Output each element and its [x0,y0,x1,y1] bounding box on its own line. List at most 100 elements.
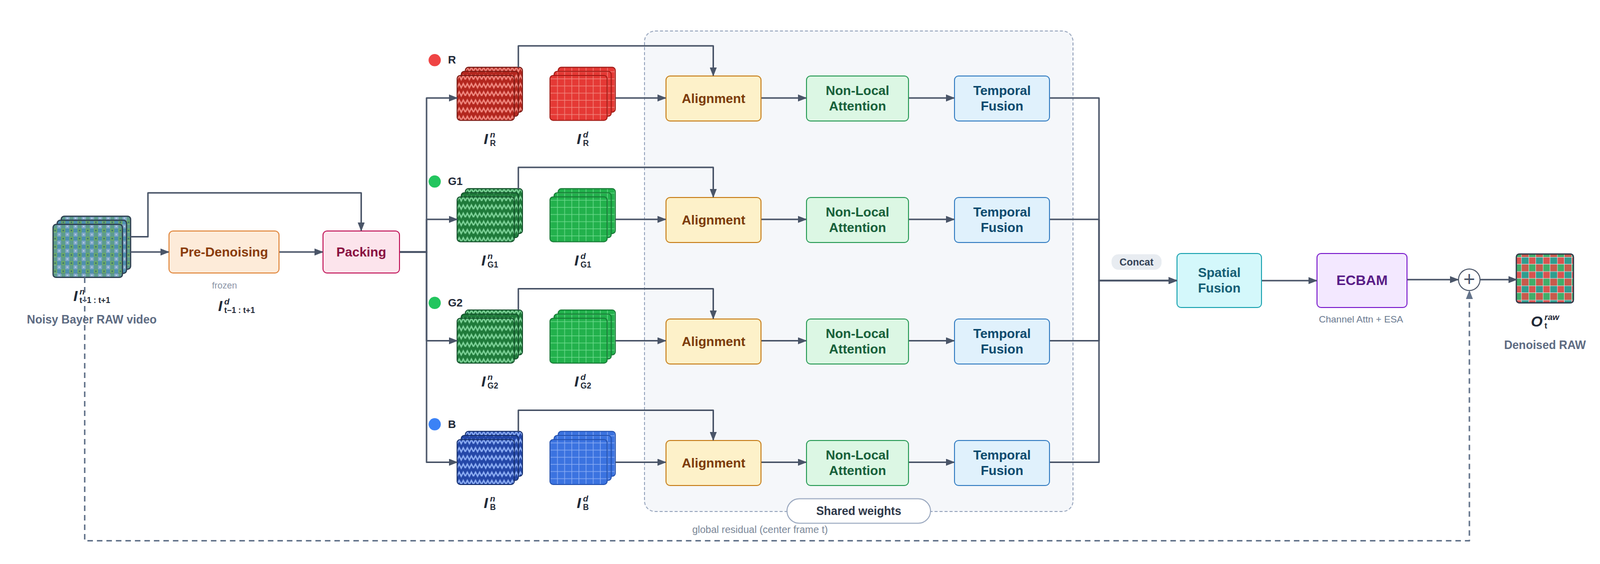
script-stack: nB [490,494,496,512]
frame-tile [457,75,514,121]
math-label: IdR [577,130,589,148]
math-label: Idt−1 : t+1 [218,297,255,315]
process-box: Spatial Fusion [1176,253,1262,308]
text-label: frozen [212,280,237,291]
subscript: G2 [580,382,591,391]
caption: Noisy Bayer RAW video [27,313,157,327]
flow-arrow [400,252,457,341]
box-label: Alignment [677,91,749,107]
process-box: Packing [322,230,400,274]
image-node: OrawtDenoised RAW [1516,254,1574,303]
math-label: Orawt [1531,313,1560,331]
symbol-main: I [484,494,488,512]
g2-channel-stacks [428,297,615,364]
subscript: t [1544,322,1559,331]
process-box: Alignment [665,75,762,122]
math-label: InG2 [481,373,499,391]
text-label: Channel Attn + ESA [1319,314,1403,325]
script-stack: nG1 [487,252,498,270]
frame-stack: InG2 [457,310,523,363]
frame-stack: InB [457,431,523,485]
text-label: G1 [448,175,463,188]
symbol-main: O [1531,313,1543,330]
subscript: G1 [487,261,498,270]
edge-label: global residual (center frame t) [692,524,828,536]
box-label: Temporal Fusion [955,326,1049,357]
subscript: G2 [487,382,498,391]
symbol-main: I [481,252,486,269]
process-box: Non-Local Attention [806,75,909,122]
process-box: Alignment [665,440,762,486]
input-frame-stack [53,216,131,277]
script-stack: dB [583,494,589,512]
frame-tile [53,224,123,278]
process-box: Temporal Fusion [954,197,1050,243]
process-box: Alignment [665,197,762,243]
text-label: B [448,418,456,431]
symbol-main: I [481,373,486,390]
superscript: n [79,287,110,297]
shared-weights-region: Shared weightsAlignmentNon-Local Attenti… [644,30,1074,512]
box-label: Alignment [677,212,749,228]
box-label: Spatial Fusion [1177,265,1261,296]
subscript: R [583,139,589,148]
symbol-main: I [218,297,222,315]
frame-tile [550,318,607,363]
symbol-main: I [574,373,579,390]
subscript: t−1 : t+1 [224,306,255,315]
subscript: t−1 : t+1 [79,296,110,305]
math-label: IdG1 [574,252,592,270]
box-label: Alignment [677,334,749,350]
subscript: B [490,503,496,512]
flow-arrow [279,251,323,253]
superscript: d [580,373,591,382]
box-label: Non-Local Attention [807,447,908,478]
region-tag: Shared weights [786,498,932,524]
superscript: d [224,297,255,307]
box-label: Temporal Fusion [955,83,1049,114]
flow-arrow [1262,280,1317,282]
subscript: B [583,503,589,512]
process-box: Non-Local Attention [806,440,909,486]
image-node: Int−1 : t+1Noisy Bayer RAW video [53,216,131,278]
script-stack: rawt [1544,313,1559,331]
box-label: Packing [332,244,391,260]
superscript: n [490,130,496,140]
superscript: raw [1544,313,1559,322]
symbol-main: I [574,252,579,269]
box-label: ECBAM [1332,272,1392,289]
output-frame [1516,254,1574,303]
text-label: R [448,53,456,67]
superscript: n [487,373,498,382]
superscript: n [487,252,498,261]
script-stack: dG1 [580,252,591,270]
math-label: IdB [577,494,589,512]
process-box: Temporal Fusion [954,318,1050,365]
process-box: Temporal Fusion [954,75,1050,122]
sum-symbol: + [1463,269,1475,289]
flow-arrow [1407,279,1458,281]
flow-arrow [400,219,457,252]
superscript: d [583,494,589,504]
frame-tile [457,439,514,485]
box-label: Temporal Fusion [955,204,1049,235]
text-label: Concat [1111,254,1162,270]
flow-arrow [400,252,457,462]
superscript: d [580,252,591,261]
math-label: IdG2 [574,373,592,391]
symbol-main: I [577,494,581,512]
box-label: Temporal Fusion [955,447,1049,478]
frame-stack: IdB [550,431,616,485]
superscript: d [583,130,589,140]
frame-tile [550,197,607,242]
symbol-main: I [73,287,78,305]
script-stack: nG2 [487,373,498,391]
channel-dot [428,418,441,430]
process-box: Temporal Fusion [954,440,1050,486]
subscript: R [490,139,496,148]
process-box: Pre-Denoising [168,230,280,274]
box-label: Alignment [677,455,749,471]
symbol-main: I [484,130,488,148]
b-channel-stacks [428,418,615,485]
